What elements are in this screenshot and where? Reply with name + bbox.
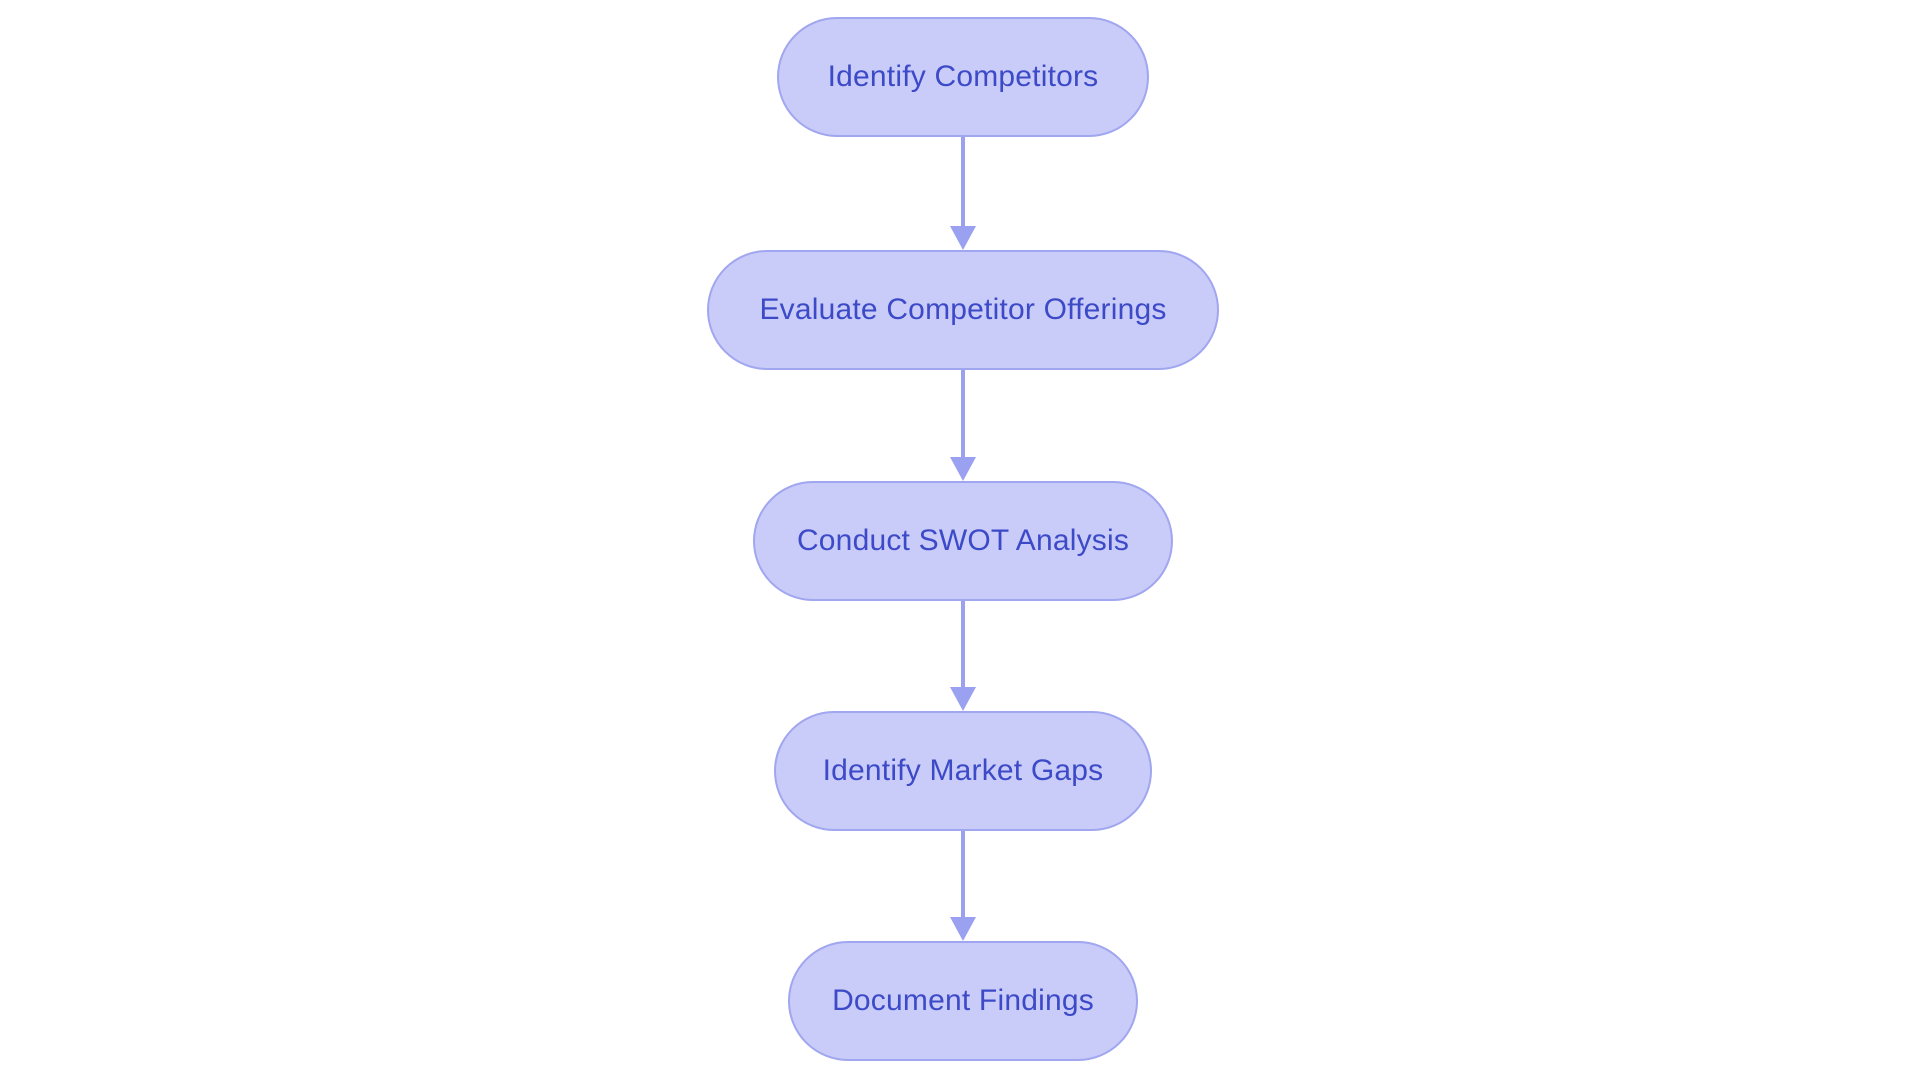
node-label: Identify Market Gaps [822,754,1104,787]
arrow-shaft [961,601,965,690]
flow-arrow-2 [950,370,976,481]
flowchart-node-evaluate-competitor-offerings: Evaluate Competitor Offerings [707,250,1219,370]
arrowhead-down-icon [950,687,976,711]
flowchart-node-conduct-swot-analysis: Conduct SWOT Analysis [753,481,1173,601]
flowchart-node-identify-competitors: Identify Competitors [777,17,1149,137]
flowchart-node-identify-market-gaps: Identify Market Gaps [774,711,1152,831]
arrow-shaft [961,370,965,460]
arrowhead-down-icon [950,917,976,941]
arrow-shaft [961,831,965,920]
node-label: Identify Competitors [827,60,1099,93]
node-label: Conduct SWOT Analysis [796,524,1130,557]
arrowhead-down-icon [950,457,976,481]
flow-arrow-3 [950,601,976,711]
node-label: Evaluate Competitor Offerings [759,293,1167,326]
flow-arrow-4 [950,831,976,941]
flow-arrow-1 [950,137,976,250]
arrowhead-down-icon [950,226,976,250]
node-label: Document Findings [832,984,1094,1017]
flowchart-node-document-findings: Document Findings [788,941,1138,1061]
arrow-shaft [961,137,965,229]
